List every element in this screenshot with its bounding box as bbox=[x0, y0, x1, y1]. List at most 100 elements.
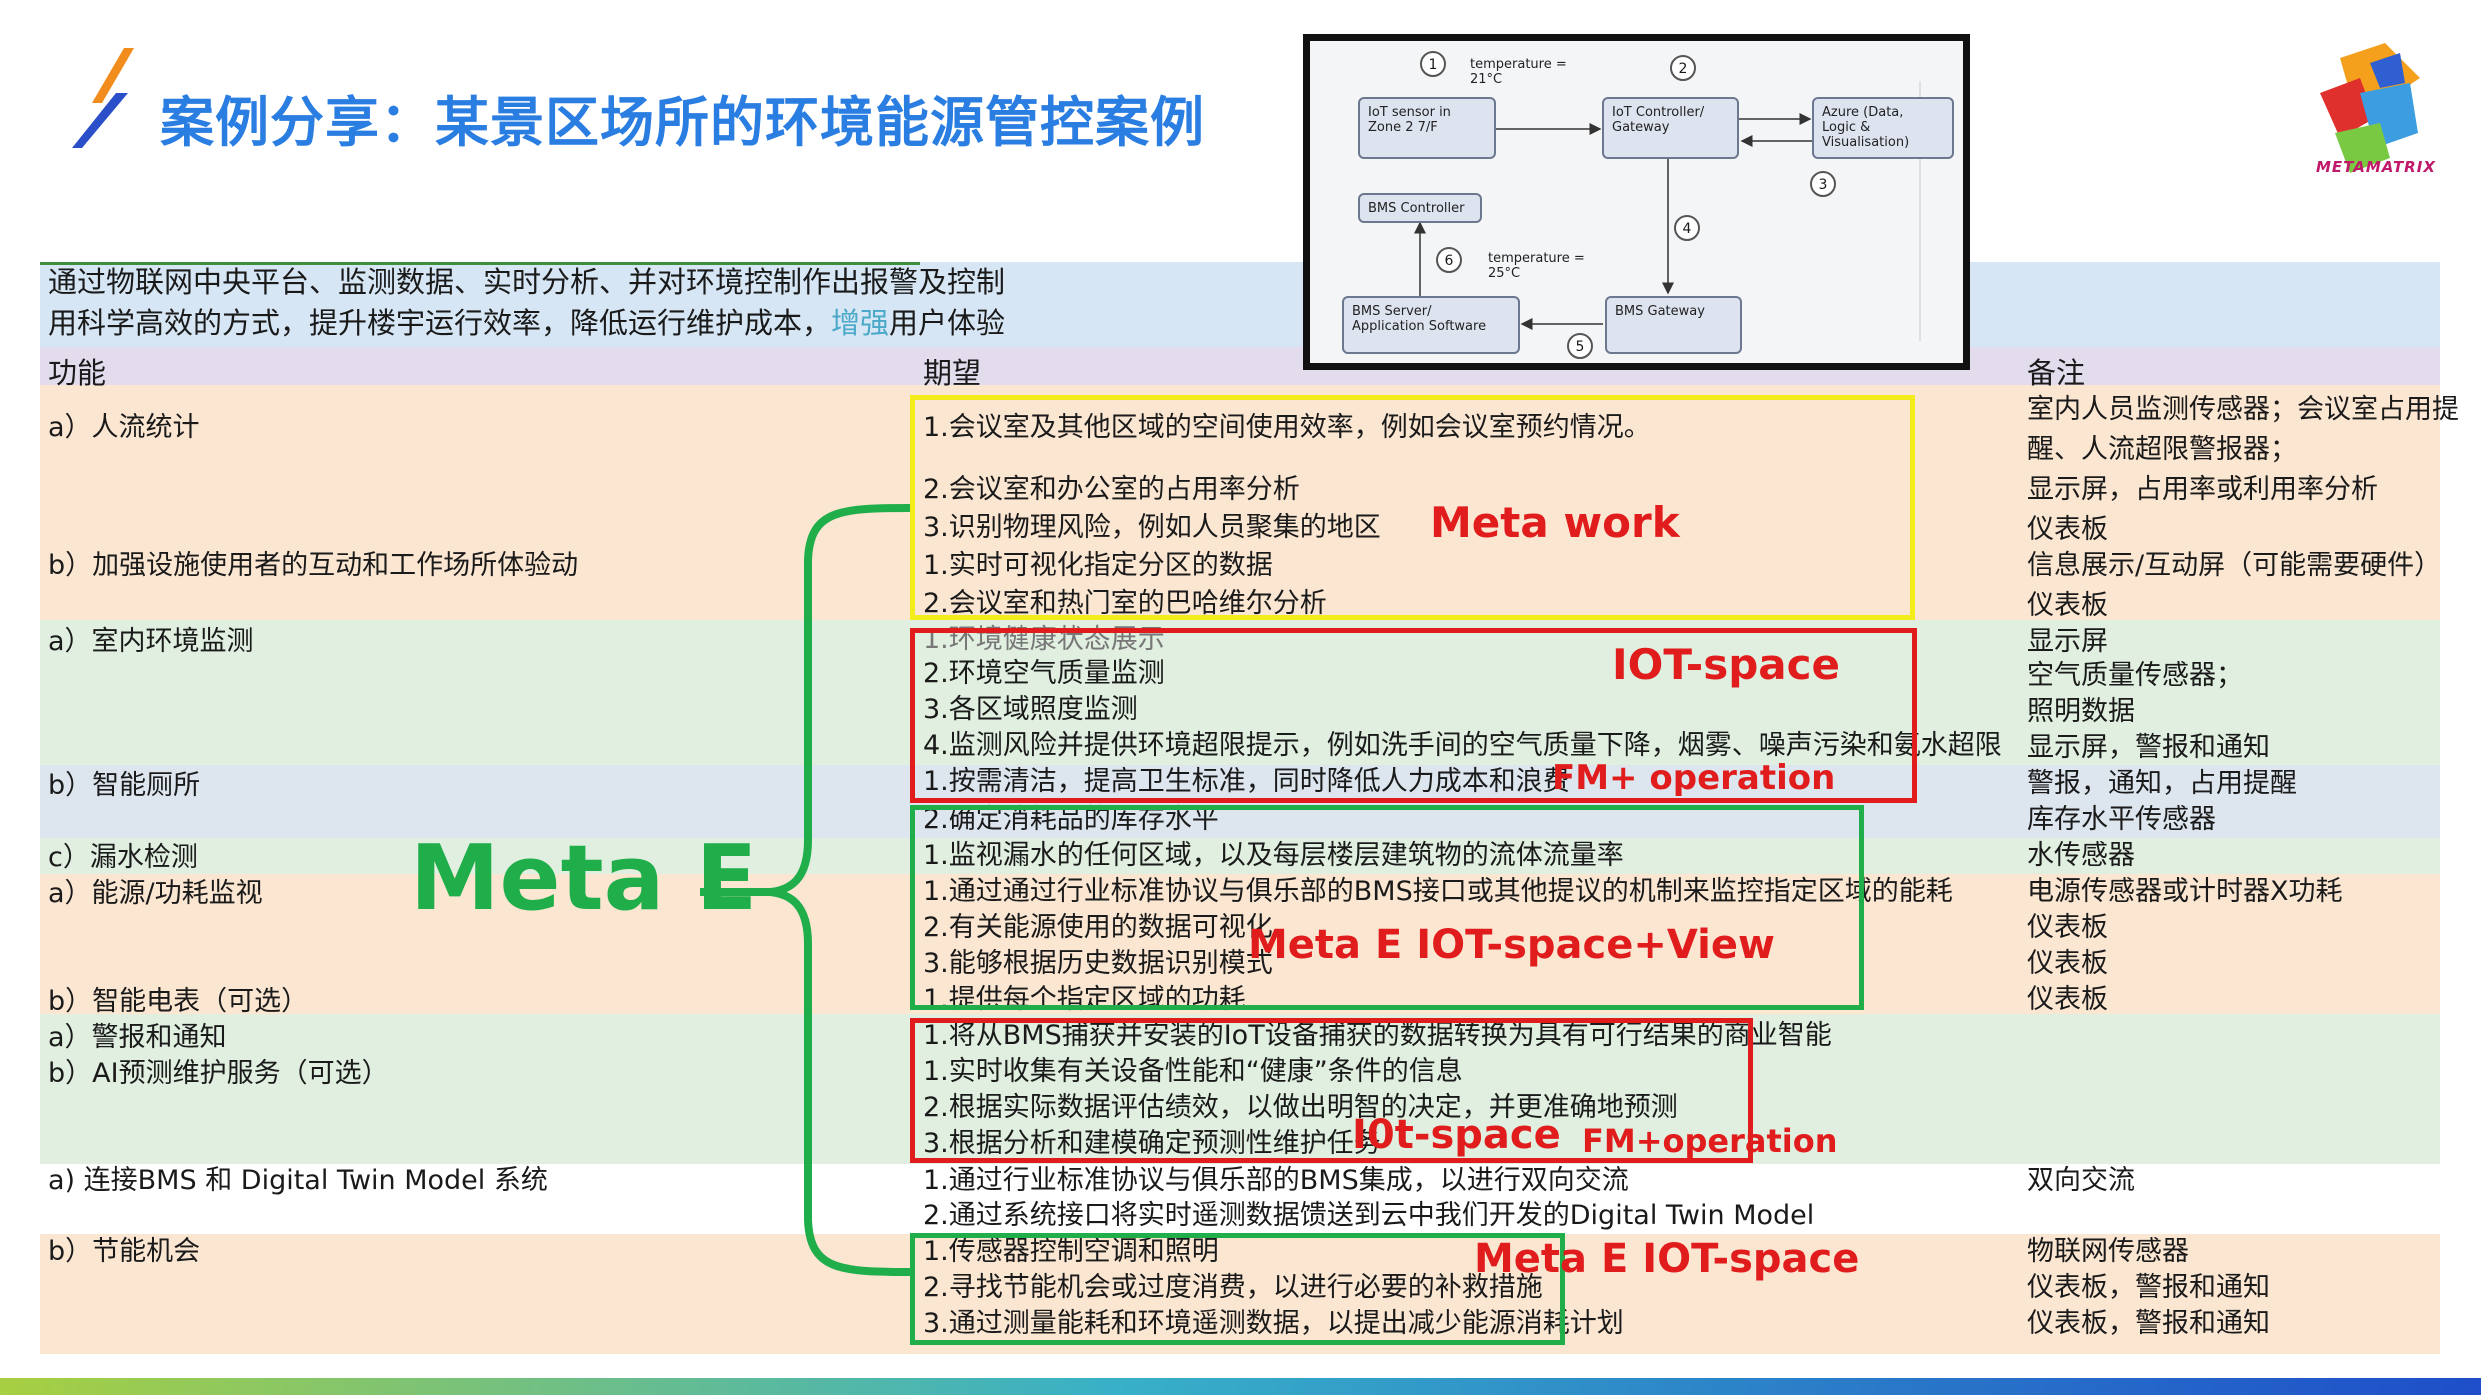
function-energy-saving: b）节能机会 bbox=[48, 1236, 201, 1267]
step-4-marker: 4 bbox=[1674, 215, 1700, 241]
remark-item: 物联网传感器 bbox=[2027, 1236, 2189, 1267]
remark-item: 仪表板 bbox=[2027, 948, 2108, 979]
expectation-item: 1.传感器控制空调和照明 bbox=[923, 1236, 1219, 1267]
remark-item: 水传感器 bbox=[2027, 840, 2135, 871]
expectation-item: 3.根据分析和建模确定预测性维护任务 bbox=[923, 1128, 1381, 1159]
row-band-leak bbox=[40, 838, 2440, 874]
remark-item: 信息展示/互动屏（可能需要硬件） bbox=[2027, 550, 2442, 581]
meta-e-big-label: Meta E bbox=[410, 826, 758, 931]
expectation-item: 3.能够根据历史数据识别模式 bbox=[923, 948, 1273, 979]
remark-item: 仪表板，警报和通知 bbox=[2027, 1272, 2270, 1303]
iot-space-2-label: I0t-space bbox=[1352, 1112, 1561, 1158]
iot-controller-node: IoT Controller/ Gateway bbox=[1602, 97, 1739, 159]
expectation-item: 2.环境空气质量监测 bbox=[923, 658, 1165, 689]
header-remarks: 备注 bbox=[2027, 356, 2086, 390]
slash-logo-icon bbox=[72, 48, 134, 148]
azure-node: Azure (Data, Logic & Visualisation) bbox=[1812, 97, 1954, 159]
expectation-item: 2.会议室和热门室的巴哈维尔分析 bbox=[923, 588, 1327, 619]
row-band-environment bbox=[40, 620, 2440, 765]
row-band-alert bbox=[40, 1014, 2440, 1164]
fm-operation-label: FM+ operation bbox=[1552, 758, 1836, 798]
remark-item: 电源传感器或计时器X功耗 bbox=[2027, 876, 2343, 907]
iot-flow-diagram: IoT sensor in Zone 2 7/F IoT Controller/… bbox=[1303, 34, 1970, 370]
meta-work-box bbox=[910, 395, 1915, 620]
remark-item: 仪表板 bbox=[2027, 912, 2108, 943]
expectation-item: 3.识别物理风险，例如人员聚集的地区 bbox=[923, 512, 1381, 543]
expectation-item: 2.通过系统接口将实时遥测数据馈送到云中我们开发的Digital Twin Mo… bbox=[923, 1200, 1815, 1231]
function-energy-monitor: a）能源/功耗监视 bbox=[48, 878, 263, 909]
expectation-item: 3.各区域照度监测 bbox=[923, 694, 1138, 725]
step-5-marker: 5 bbox=[1567, 333, 1593, 359]
fm-operation-2-label: FM+operation bbox=[1582, 1122, 1838, 1160]
remark-item: 双向交流 bbox=[2027, 1165, 2135, 1196]
remark-item: 显示屏 bbox=[2027, 626, 2108, 657]
row-band-energy bbox=[40, 874, 2440, 1014]
footer-gradient-bar bbox=[0, 1378, 2481, 1395]
intro-underline bbox=[40, 262, 920, 265]
brand-name: METAMATRIX bbox=[2316, 158, 2436, 176]
iot-space-label: IOT-space bbox=[1612, 640, 1841, 689]
function-bms-twin: a) 连接BMS 和 Digital Twin Model 系统 bbox=[48, 1165, 548, 1196]
meta-work-label: Meta work bbox=[1430, 498, 1680, 547]
expectation-item: 1.通过行业标准协议与俱乐部的BMS集成，以进行双向交流 bbox=[923, 1165, 1629, 1196]
function-interaction: b）加强设施使用者的互动和工作场所体验动 bbox=[48, 550, 579, 581]
row-band-saving bbox=[40, 1234, 2440, 1354]
header-function: 功能 bbox=[48, 356, 107, 390]
step-2-marker: 2 bbox=[1670, 55, 1696, 81]
function-smart-toilet: b）智能厕所 bbox=[48, 770, 201, 801]
bms-server-node: BMS Server/ Application Software bbox=[1342, 296, 1520, 354]
metamatrix-cube-logo-icon bbox=[2320, 43, 2420, 173]
expectation-item: 1.按需清洁，提高卫生标准，同时降低人力成本和浪费 bbox=[923, 766, 1570, 797]
iot-space-box bbox=[910, 628, 1917, 803]
expectation-item: 1.实时收集有关设备性能和“健康”条件的信息 bbox=[923, 1056, 1463, 1087]
function-alerts: a）警报和通知 bbox=[48, 1022, 227, 1053]
intro-band bbox=[40, 262, 2440, 347]
curly-brace-connector bbox=[700, 504, 911, 1276]
intro-text: 通过物联网中央平台、监测数据、实时分析、并对环境控制作出报警及控制 用科学高效的… bbox=[48, 262, 1005, 344]
expectation-item: 1.会议室及其他区域的空间使用效率，例如会议室预约情况。 bbox=[923, 412, 1651, 443]
remark-item: 仪表板 bbox=[2027, 590, 2108, 621]
temperature-note-2: temperature = 25°C bbox=[1488, 251, 1585, 281]
remark-item: 空气质量传感器； bbox=[2027, 660, 2243, 691]
remark-item: 照明数据 bbox=[2027, 696, 2135, 727]
remark-item: 显示屏，警报和通知 bbox=[2027, 732, 2270, 763]
expectation-item: 1.将从BMS捕获并安装的IoT设备捕获的数据转换为具有可行结果的商业智能 bbox=[923, 1020, 1832, 1051]
intro-line-1: 通过物联网中央平台、监测数据、实时分析、并对环境控制作出报警及控制 bbox=[48, 265, 1006, 299]
expectation-item: 1.通过通过行业标准协议与俱乐部的BMS接口或其他提议的机制来监控指定区域的能耗 bbox=[923, 876, 1953, 907]
row-band-interaction bbox=[40, 545, 2440, 620]
remark-item: 室内人员监测传感器；会议室占用提 bbox=[2027, 394, 2459, 425]
iot-sensor-node: IoT sensor in Zone 2 7/F bbox=[1358, 97, 1496, 159]
temperature-note-1: temperature = 21°C bbox=[1470, 57, 1567, 87]
bms-controller-node: BMS Controller bbox=[1358, 193, 1482, 223]
function-people-count: a）人流统计 bbox=[48, 412, 200, 443]
expectation-item: 4.监测风险并提供环境超限提示，例如洗手间的空气质量下降，烟雾、噪声污染和氨水超… bbox=[923, 730, 2002, 761]
diagram-arrows bbox=[1414, 81, 1921, 341]
function-smart-meter: b）智能电表（可选） bbox=[48, 986, 309, 1017]
step-1-marker: 1 bbox=[1420, 51, 1446, 77]
remark-item: 显示屏，占用率或利用率分析 bbox=[2027, 474, 2378, 505]
page-title: 案例分享：某景区场所的环境能源管控案例 bbox=[160, 91, 1205, 154]
expectation-item: 2.寻找节能机会或过度消费，以进行必要的补救措施 bbox=[923, 1272, 1543, 1303]
header-band bbox=[40, 347, 2440, 385]
function-ai-maintenance: b）AI预测维护服务（可选） bbox=[48, 1058, 389, 1089]
expectation-item: 2.会议室和办公室的占用率分析 bbox=[923, 474, 1300, 505]
meta-e-iot-box bbox=[910, 1233, 1565, 1345]
meta-e-view-box bbox=[910, 805, 1864, 1010]
expectation-item: 2.根据实际数据评估绩效，以做出明智的决定，并更准确地预测 bbox=[923, 1092, 1678, 1123]
function-leak-detection: c）漏水检测 bbox=[48, 842, 198, 873]
expectation-item: 1.实时可视化指定分区的数据 bbox=[923, 550, 1273, 581]
meta-e-view-label: Meta E IOT-space+View bbox=[1248, 922, 1775, 968]
header-expectation: 期望 bbox=[923, 356, 982, 390]
remark-item: 仪表板，警报和通知 bbox=[2027, 1308, 2270, 1339]
step-3-marker: 3 bbox=[1810, 171, 1836, 197]
bms-gateway-node: BMS Gateway bbox=[1605, 296, 1742, 354]
meta-e-iot-label: Meta E IOT-space bbox=[1474, 1236, 1860, 1282]
expectation-item: 3.通过测量能耗和环境遥测数据，以提出减少能源消耗计划 bbox=[923, 1308, 1624, 1339]
row-band-people bbox=[40, 385, 2440, 545]
function-indoor-env: a）室内环境监测 bbox=[48, 626, 254, 657]
remark-item: 仪表板 bbox=[2027, 514, 2108, 545]
iot-space-fm-box bbox=[910, 1018, 1753, 1163]
remark-item: 警报，通知，占用提醒 bbox=[2027, 768, 2297, 799]
step-6-marker: 6 bbox=[1436, 247, 1462, 273]
intro-line-2: 用科学高效的方式，提升楼宇运行效率，降低运行维护成本，增强用户体验 bbox=[48, 306, 1006, 340]
